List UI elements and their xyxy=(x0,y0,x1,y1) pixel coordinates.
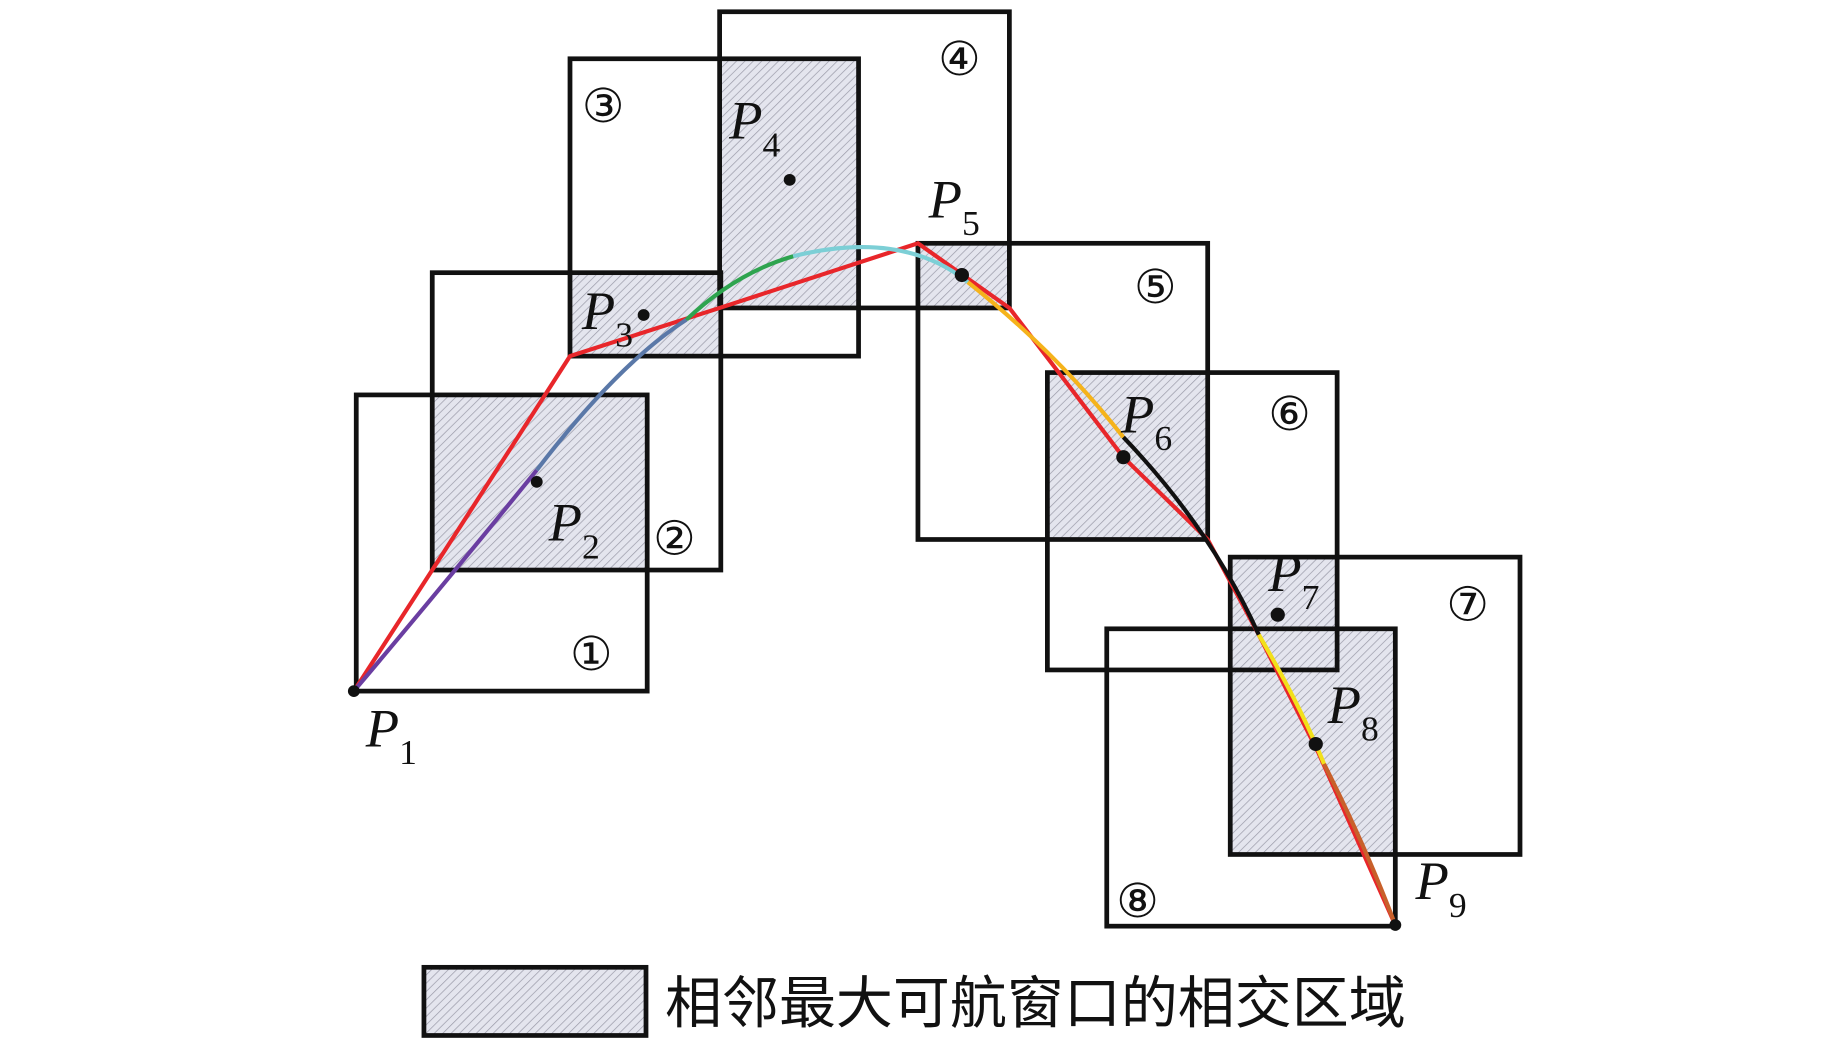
window-4 xyxy=(717,9,1012,311)
window-3 xyxy=(567,56,861,359)
curve-segment-5 xyxy=(966,280,1126,439)
label-p5: P5 xyxy=(928,170,980,243)
curve-segment-2 xyxy=(535,317,688,472)
smooth-curve xyxy=(352,245,1398,926)
label-p8: P8 xyxy=(1327,675,1379,748)
waypoints xyxy=(347,173,1402,931)
legend-label: 相邻最大可航窗口的相交区域 xyxy=(665,971,1406,1037)
point-p2 xyxy=(530,476,543,488)
window-numbers: ① ② ③ ④ ⑤ ⑥ ⑦ ⑧ xyxy=(570,32,1489,928)
curve-segment-6 xyxy=(1121,435,1261,636)
legend: 相邻最大可航窗口的相交区域 xyxy=(421,964,1406,1038)
label-p3: P3 xyxy=(581,281,633,354)
point-p8 xyxy=(1308,736,1323,752)
window-number-6: ⑥ xyxy=(1268,387,1311,442)
curve-segment-3 xyxy=(684,254,794,322)
label-p6: P6 xyxy=(1120,385,1172,458)
window-number-7: ⑦ xyxy=(1446,578,1489,633)
window-number-3: ③ xyxy=(582,79,625,134)
window-7 xyxy=(1227,554,1523,857)
window-1 xyxy=(353,392,650,694)
point-p1 xyxy=(347,685,360,697)
window-8 xyxy=(1104,626,1398,929)
window-2 xyxy=(429,270,724,573)
window-number-4: ④ xyxy=(938,32,981,87)
point-labels: P1 P2 P3 P4 P5 P6 P7 P8 P9 xyxy=(365,91,1467,925)
curve-segment-8 xyxy=(1322,763,1398,926)
legend-swatch xyxy=(421,964,649,1038)
curve-segment-4 xyxy=(792,245,970,284)
point-p3 xyxy=(637,309,650,321)
window-number-2: ② xyxy=(653,512,696,567)
red-path-polyline xyxy=(352,241,1398,926)
window-number-8: ⑧ xyxy=(1116,874,1159,929)
curve-segment-1 xyxy=(352,468,539,693)
window-number-5: ⑤ xyxy=(1134,260,1177,315)
point-p6 xyxy=(1116,450,1131,465)
window-6 xyxy=(1045,370,1340,673)
label-p7: P7 xyxy=(1267,543,1319,616)
point-p7 xyxy=(1270,607,1285,622)
window-boxes xyxy=(353,9,1523,929)
intersection-regions xyxy=(432,58,1396,855)
point-p5 xyxy=(954,267,969,283)
label-p2: P2 xyxy=(548,493,600,566)
label-p1: P1 xyxy=(365,699,417,772)
label-p4: P4 xyxy=(728,91,780,164)
window-5 xyxy=(915,240,1211,542)
point-p9 xyxy=(1389,919,1402,931)
label-p9: P9 xyxy=(1414,851,1466,924)
window-number-1: ① xyxy=(570,627,613,682)
point-p4 xyxy=(783,173,796,186)
